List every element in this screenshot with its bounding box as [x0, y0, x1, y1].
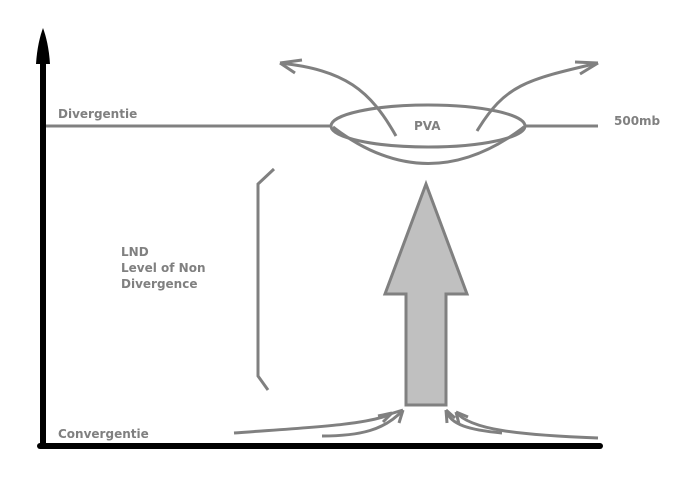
lnd-line-2: Level of Non [121, 261, 206, 275]
updraft-arrow [382, 179, 470, 407]
vertical-axis [36, 28, 50, 449]
lnd-line-3: Divergence [121, 277, 198, 291]
left-inflow-arrows [233, 408, 405, 438]
right-inflow-long [454, 411, 599, 440]
left-outflow-arrow [279, 58, 398, 137]
pva-label: PVA [414, 119, 441, 133]
right-inflow-arrows [444, 408, 599, 440]
left-inflow-long [233, 412, 391, 435]
lnd-line-1: LND [121, 245, 149, 259]
left-inflow-short [321, 408, 405, 438]
vertical-axis-arrowhead-icon [36, 28, 50, 64]
pva-ellipse [329, 103, 527, 165]
lnd-bracket [256, 167, 276, 391]
pressure-level-label: 500mb [614, 114, 661, 128]
convergence-label: Convergentie [58, 427, 149, 441]
lnd-label: LND Level of Non Divergence [121, 244, 206, 292]
divergence-label: Divergentie [58, 107, 138, 121]
right-outflow-arrow [475, 60, 599, 132]
